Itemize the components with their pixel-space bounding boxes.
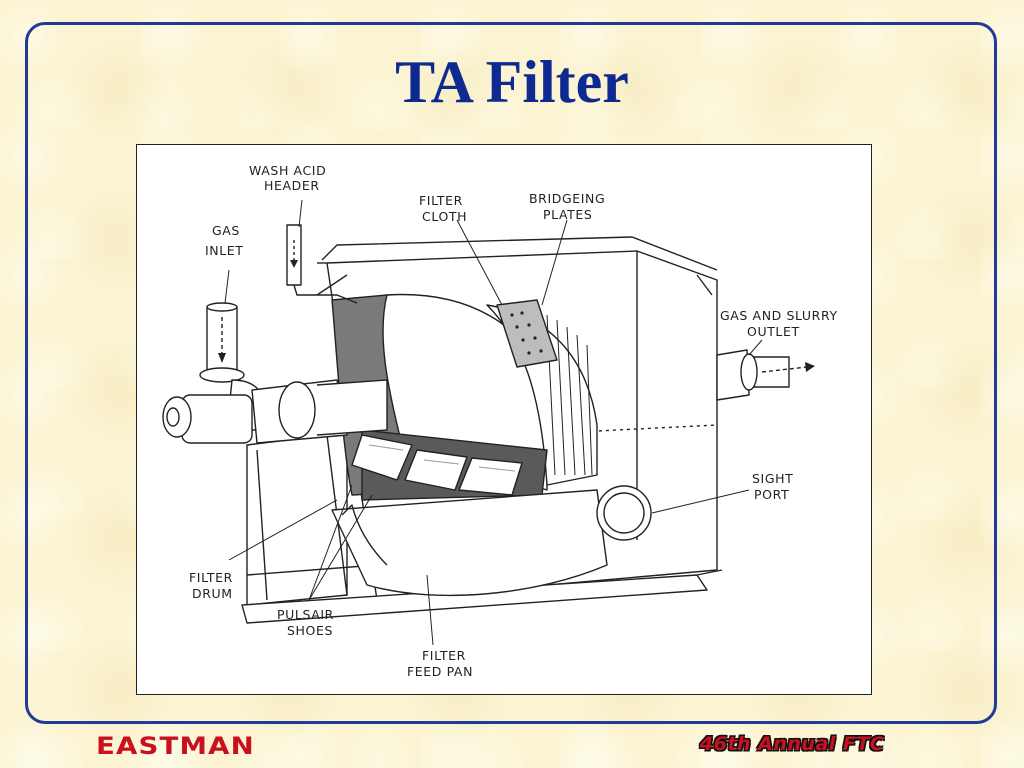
label-sight-port-1: SIGHT: [752, 471, 793, 486]
label-filter-drum-1: FILTER: [189, 570, 233, 585]
label-wash-acid-header-1: WASH ACID: [249, 163, 326, 178]
slide-frame: [25, 22, 997, 724]
ta-filter-diagram: WASH ACID HEADER GAS INLET FILTER CLOTH …: [136, 144, 872, 695]
leader-lines: [224, 199, 763, 646]
filter-feed-pan: [331, 489, 608, 597]
pulsair-shoes: [351, 434, 523, 496]
label-gas-slurry-outlet-2: OUTLET: [747, 324, 800, 339]
label-pulsair-shoes-2: SHOES: [287, 623, 333, 638]
label-gas-slurry-outlet-1: GAS AND SLURRY: [720, 308, 838, 323]
wash-acid-header-pipe: [286, 224, 358, 304]
gas-inlet-pipe: [162, 302, 388, 444]
footer-event: 46th Annual FTC: [700, 733, 885, 755]
eastman-logo: EASTMAN: [96, 732, 255, 760]
label-pulsair-shoes-1: PULSAIR: [277, 607, 334, 622]
label-filter-feed-pan-1: FILTER: [422, 648, 466, 663]
label-bridgeing-plates-2: PLATES: [543, 207, 592, 222]
label-filter-feed-pan-2: FEED PAN: [407, 664, 473, 679]
gas-slurry-outlet-pipe: [716, 349, 815, 401]
label-filter-cloth-1: FILTER: [419, 193, 463, 208]
label-gas-inlet-2: INLET: [205, 243, 244, 258]
label-sight-port-2: PORT: [754, 487, 789, 502]
label-filter-drum-2: DRUM: [192, 586, 233, 601]
slide-title: TA Filter: [395, 49, 629, 115]
label-filter-cloth-2: CLOTH: [422, 209, 467, 224]
sight-port: [596, 485, 652, 541]
label-gas-inlet-1: GAS: [212, 223, 240, 238]
label-wash-acid-header-2: HEADER: [264, 178, 320, 193]
label-bridgeing-plates-1: BRIDGEING: [529, 191, 605, 206]
